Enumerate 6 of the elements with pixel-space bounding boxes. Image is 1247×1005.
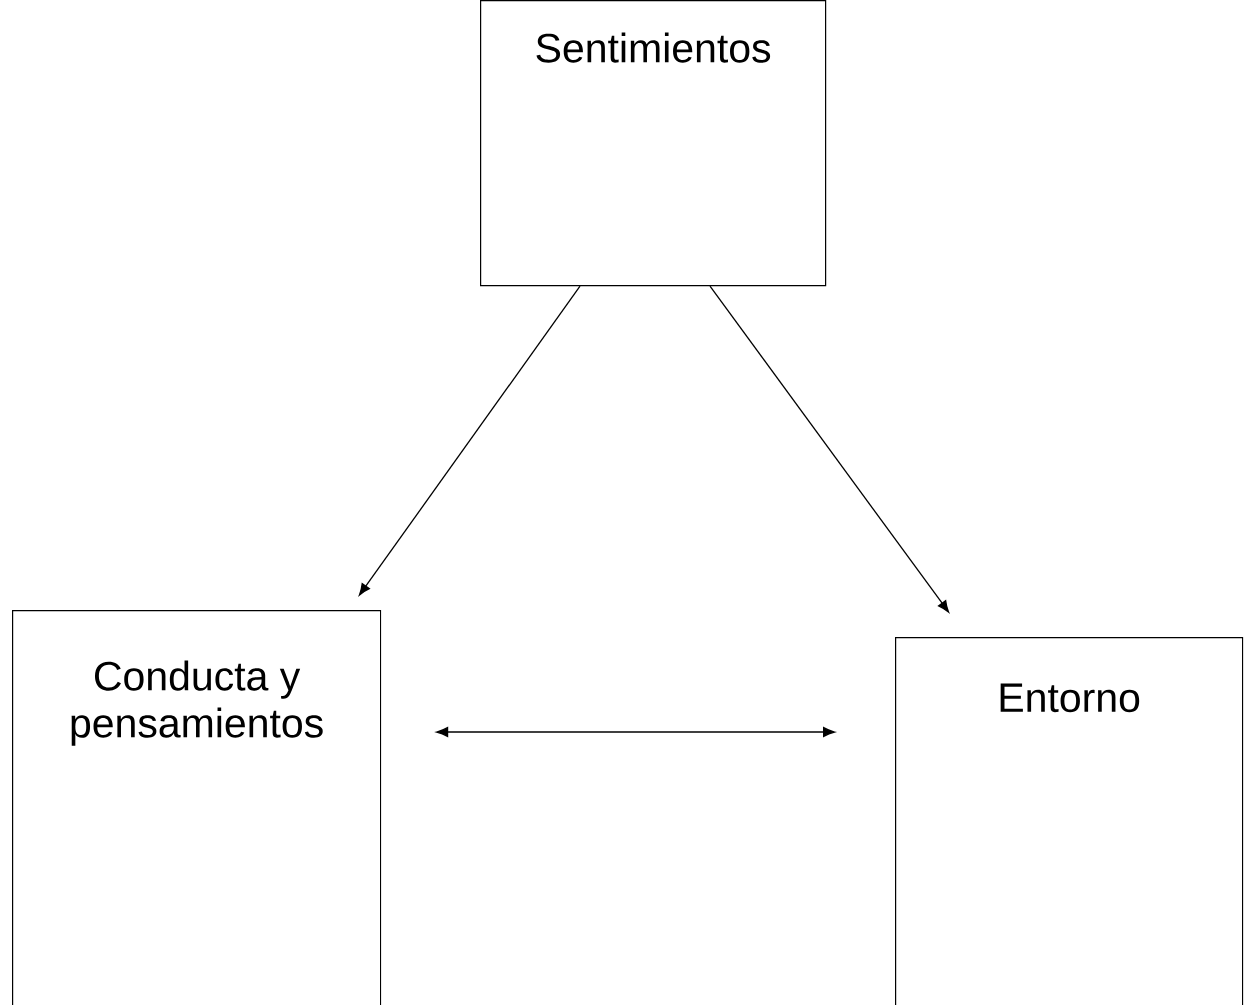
text-box: Entorno (895, 637, 1244, 1005)
arrow (436, 727, 836, 737)
arrow (709, 285, 950, 613)
arrow (358, 285, 581, 596)
text-box: Sentimientos (480, 0, 827, 287)
text-box: Conducta y pensamientos (12, 610, 382, 1005)
